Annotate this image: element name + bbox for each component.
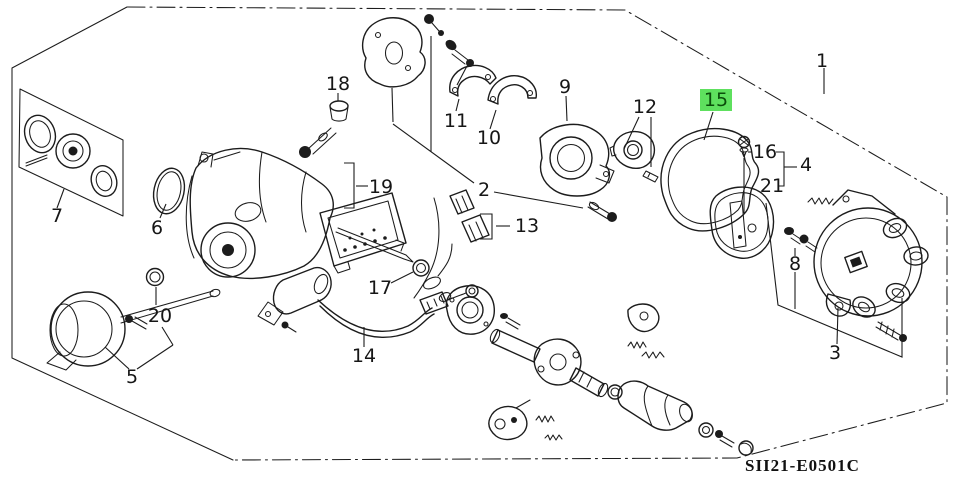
coupling-12-drawing xyxy=(609,116,659,183)
cap-spring-drawing xyxy=(807,197,834,205)
small-parts-right-drawing xyxy=(698,422,754,456)
clamp-10-drawing xyxy=(487,75,537,130)
clamp-11-drawing xyxy=(449,64,497,112)
sensor-bolt-drawing xyxy=(587,201,617,222)
part-callout-3[interactable]: 3 xyxy=(829,342,841,364)
part-callout-5[interactable]: 5 xyxy=(126,366,138,388)
part-callout-19[interactable]: 19 xyxy=(369,176,393,198)
part-label-15[interactable]: 15 xyxy=(704,89,728,111)
part-callout-13[interactable]: 13 xyxy=(515,215,539,237)
part-label-14[interactable]: 14 xyxy=(352,345,376,367)
part-callout-18[interactable]: 18 xyxy=(326,73,350,95)
sensor-9-drawing xyxy=(539,95,615,197)
oring-6-drawing xyxy=(152,167,186,219)
part-callout-11[interactable]: 11 xyxy=(444,110,468,132)
part-callout-7[interactable]: 7 xyxy=(51,205,63,227)
screw-16-drawing xyxy=(737,135,752,213)
frame-border xyxy=(11,6,948,461)
part-label-2[interactable]: 2 xyxy=(478,179,490,201)
part-label-1[interactable]: 1 xyxy=(816,50,828,72)
part-label-18[interactable]: 18 xyxy=(326,73,350,95)
part-highlight xyxy=(700,89,732,111)
part-callout-1[interactable]: 1 xyxy=(816,50,828,72)
part-callout-21[interactable]: 21 xyxy=(760,175,784,197)
part-label-5[interactable]: 5 xyxy=(126,366,138,388)
part-callout-2[interactable]: 2 xyxy=(478,179,490,201)
oring-20-drawing xyxy=(145,267,174,346)
part-label-19[interactable]: 19 xyxy=(369,176,393,198)
seal-plate-drawing xyxy=(445,285,521,335)
part-label-6[interactable]: 6 xyxy=(151,217,163,239)
housing-2-drawing xyxy=(185,147,334,280)
connectors-13-drawing xyxy=(413,189,510,299)
part19-bracket xyxy=(344,162,368,209)
part-callout-6[interactable]: 6 xyxy=(151,217,163,239)
breaker-plate-drawing xyxy=(361,17,426,123)
part-label-17[interactable]: 17 xyxy=(368,277,392,299)
part-callout-15[interactable]: 15 xyxy=(700,89,732,111)
part-label-4[interactable]: 4 xyxy=(800,154,812,176)
harness-14-drawing xyxy=(317,284,479,347)
governor-drawing xyxy=(488,399,563,441)
part-callout-10[interactable]: 10 xyxy=(477,127,501,149)
shaft-assembly-drawing xyxy=(489,328,623,400)
vacuum-advance-5-drawing xyxy=(46,288,221,371)
thin-shaft-drawing xyxy=(335,227,414,263)
part-callout-12[interactable]: 12 xyxy=(633,96,657,118)
cover-21-drawing xyxy=(709,186,775,259)
washer-17-drawing xyxy=(390,259,430,284)
cap-3-drawing xyxy=(813,189,929,318)
diagram-code: SII21-E0501C xyxy=(745,456,860,475)
part-callout-8[interactable]: 8 xyxy=(789,253,801,275)
part4-bracket xyxy=(776,151,797,187)
small-bits-left-drawing xyxy=(423,276,452,302)
screws-8-drawing xyxy=(784,227,818,309)
part2-leaders xyxy=(392,123,584,209)
part-label-16[interactable]: 16 xyxy=(753,141,777,163)
seal-kit-7-drawing xyxy=(18,88,124,217)
gasket-15-drawing xyxy=(660,111,760,232)
part-label-3[interactable]: 3 xyxy=(829,342,841,364)
part-label-13[interactable]: 13 xyxy=(515,215,539,237)
screw-top-b-drawing xyxy=(445,39,474,86)
part-label-10[interactable]: 10 xyxy=(477,127,501,149)
cam-piece-drawing xyxy=(627,303,665,359)
part-label-20[interactable]: 20 xyxy=(148,305,172,327)
drive-coupling-drawing xyxy=(617,380,693,431)
part-label-8[interactable]: 8 xyxy=(789,253,801,275)
part-label-7[interactable]: 7 xyxy=(51,205,63,227)
part-label-9[interactable]: 9 xyxy=(559,76,571,98)
part-label-12[interactable]: 12 xyxy=(633,96,657,118)
part-callout-9[interactable]: 9 xyxy=(559,76,571,98)
part-callout-14[interactable]: 14 xyxy=(352,345,376,367)
part-label-11[interactable]: 11 xyxy=(444,110,468,132)
part5-bracket xyxy=(104,344,174,370)
part-label-21[interactable]: 21 xyxy=(760,175,784,197)
screw-18-drawing xyxy=(299,93,349,158)
cap-screw-long-drawing xyxy=(875,321,907,342)
igniter-19-drawing xyxy=(319,192,407,274)
part-callout-20[interactable]: 20 xyxy=(148,305,172,327)
part-callout-16[interactable]: 16 xyxy=(753,141,777,163)
part-callout-4[interactable]: 4 xyxy=(800,154,812,176)
screw-top-a-drawing xyxy=(424,14,444,152)
part-callout-17[interactable]: 17 xyxy=(368,277,392,299)
part3-bracket xyxy=(765,202,903,358)
